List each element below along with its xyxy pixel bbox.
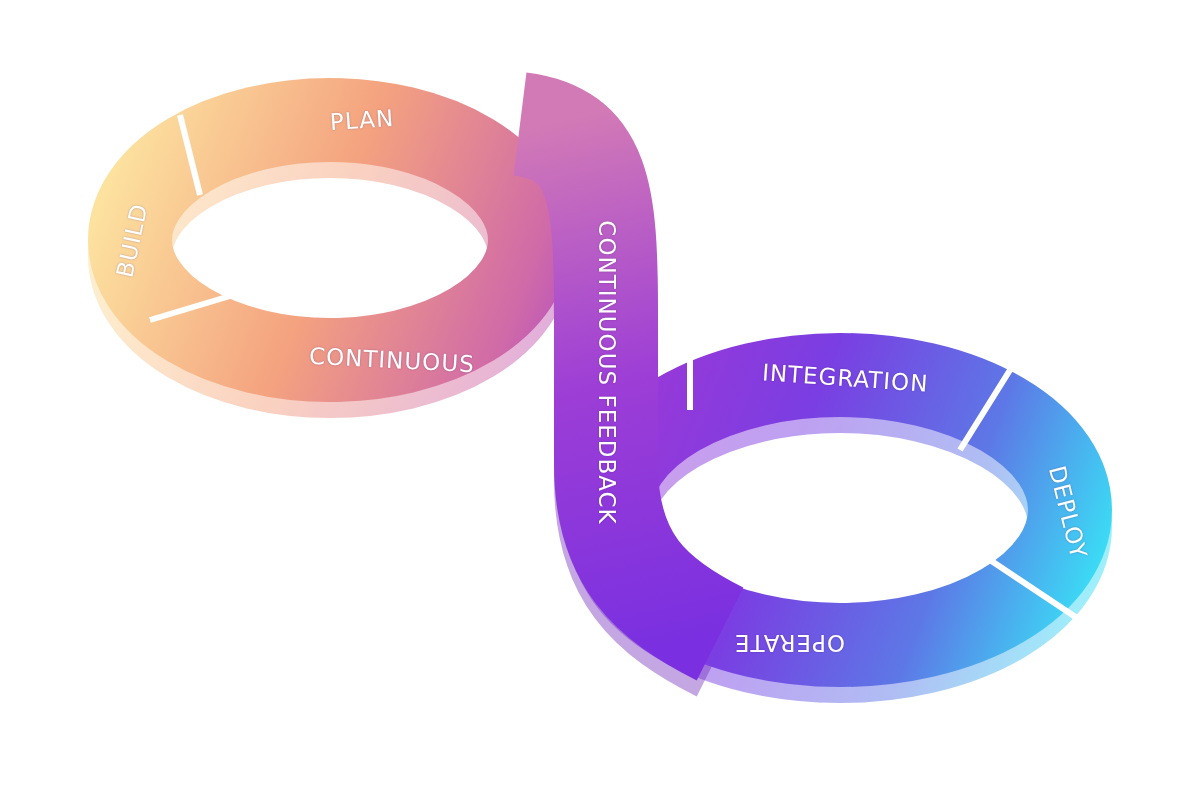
- band-top: [130, 120, 1070, 645]
- stage-label: OPERATE: [734, 631, 845, 654]
- stage-label: PLAN: [329, 106, 395, 133]
- stage-label: CONTINUOUS FEEDBACK: [595, 220, 618, 524]
- segment-gap: [150, 115, 1080, 620]
